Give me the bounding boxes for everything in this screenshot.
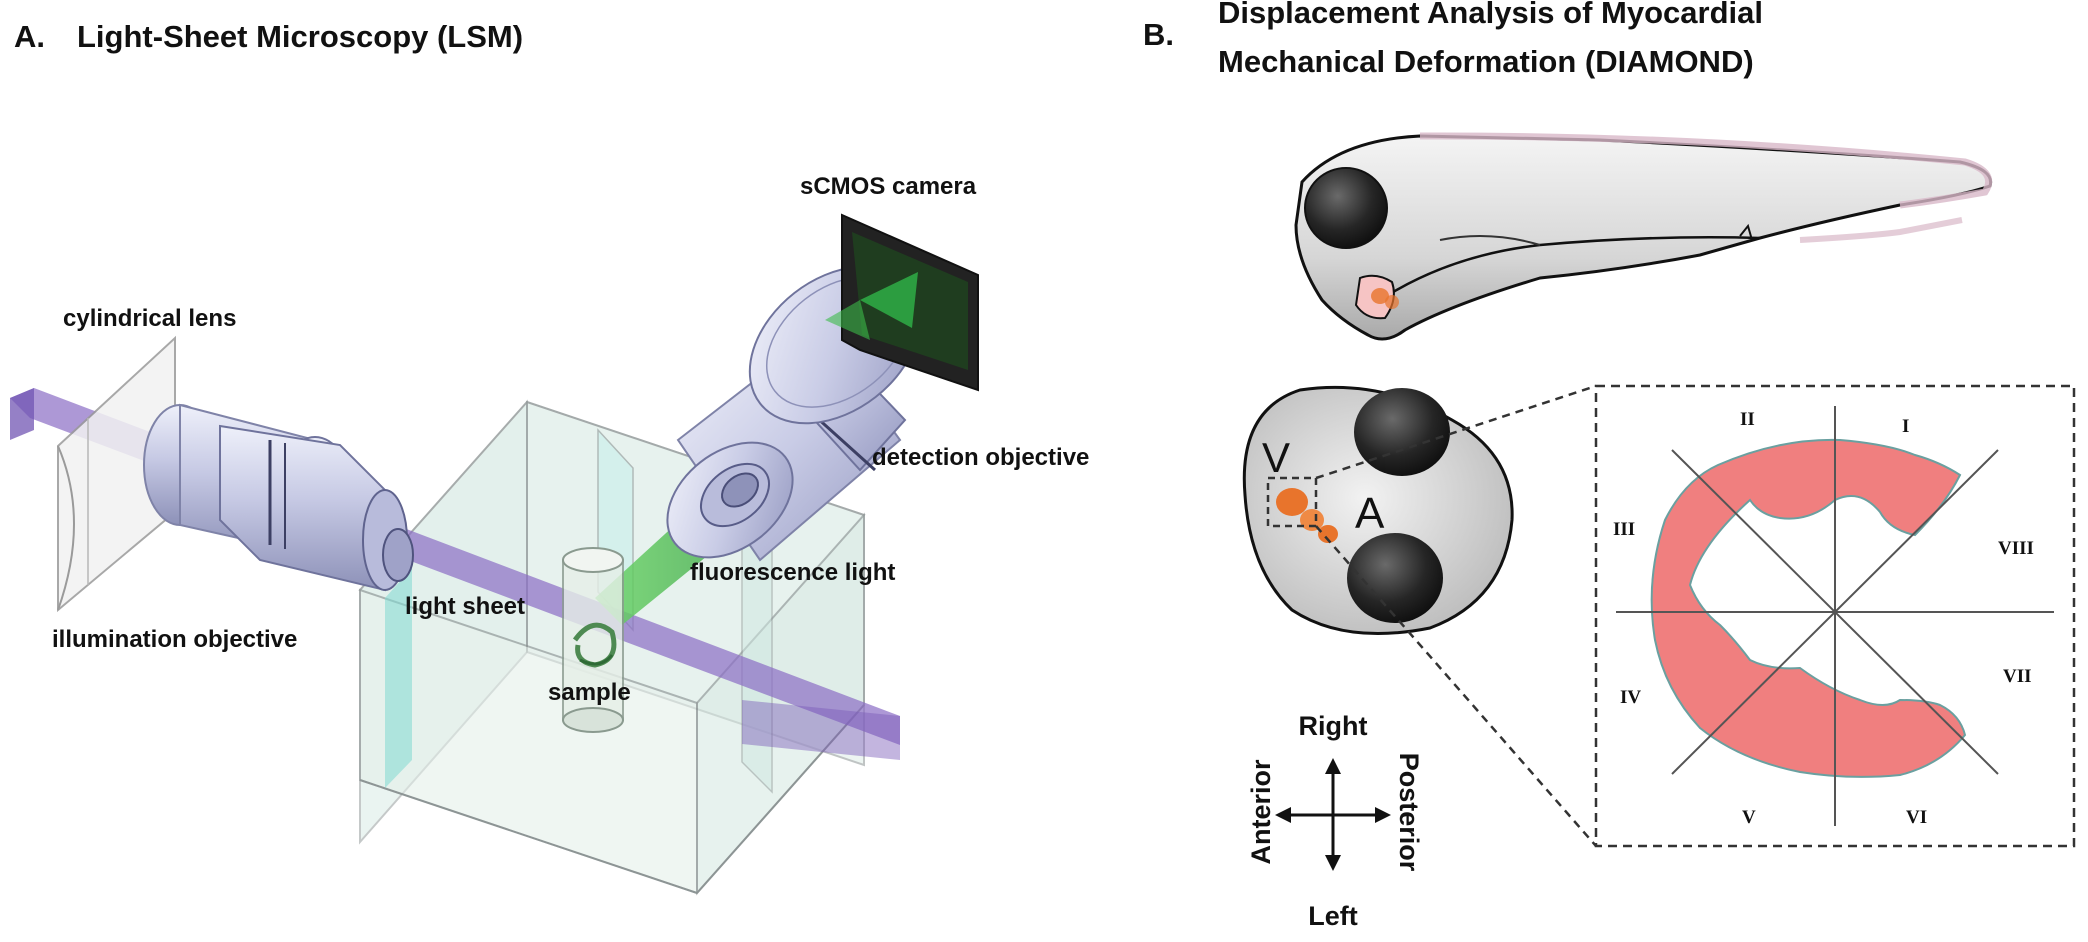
sector-analysis-panel: I II III IV V VI VII VIII (1594, 384, 2076, 848)
label-fluorescence-light: fluorescence light (690, 559, 895, 586)
arrow-left-icon (1275, 807, 1291, 823)
label-atrium: A (1355, 489, 1385, 538)
panel-b: B. Displacement Analysis of Myocardial M… (1143, 0, 2076, 931)
panel-b-title-line1: Displacement Analysis of Myocardial (1218, 0, 1763, 30)
sector-label-iii: III (1613, 519, 1635, 540)
label-camera: sCMOS camera (800, 173, 977, 200)
label-cylindrical-lens: cylindrical lens (63, 305, 236, 332)
arrow-up-icon (1325, 758, 1341, 774)
zoom-line-top (1315, 384, 1597, 480)
sector-line-diagonal-2 (1671, 449, 1999, 775)
zoom-line-bottom (1315, 525, 1597, 847)
orientation-compass: Right Left Anterior Posterior (1246, 711, 1424, 931)
zebrafish-ventral-head: V A (1242, 385, 1514, 636)
arrow-right-icon (1375, 807, 1391, 823)
sector-label-i: I (1902, 416, 1909, 437)
label-right: Right (1299, 711, 1368, 741)
label-anterior: Anterior (1246, 759, 1276, 865)
label-ventricle: V (1262, 434, 1290, 481)
sector-label-iv: IV (1620, 687, 1641, 708)
panel-b-letter: B. (1143, 17, 1174, 52)
label-illumination-objective: illumination objective (52, 626, 297, 653)
panel-b-title-line2: Mechanical Deformation (DIAMOND) (1218, 44, 1754, 79)
panel-a-title: Light-Sheet Microscopy (LSM) (77, 19, 523, 54)
panel-a-letter: A. (14, 19, 45, 54)
label-detection-objective: detection objective (872, 444, 1089, 471)
label-light-sheet: light sheet (405, 593, 525, 620)
label-posterior: Posterior (1394, 753, 1424, 872)
sector-label-v: V (1742, 807, 1756, 828)
sector-label-vii: VII (2003, 666, 2032, 687)
sector-label-ii: II (1740, 409, 1755, 430)
label-left: Left (1308, 901, 1358, 931)
zebrafish-lateral (1294, 132, 1993, 341)
label-sample: sample (548, 679, 631, 706)
sector-label-vi: VI (1906, 807, 1927, 828)
sample-tube (562, 547, 624, 733)
illumination-objective (143, 403, 414, 592)
panel-a: A. Light-Sheet Microscopy (LSM) (10, 19, 1089, 896)
arrow-down-icon (1325, 855, 1341, 871)
sector-label-viii: VIII (1998, 538, 2034, 559)
scmos-camera (825, 213, 979, 392)
